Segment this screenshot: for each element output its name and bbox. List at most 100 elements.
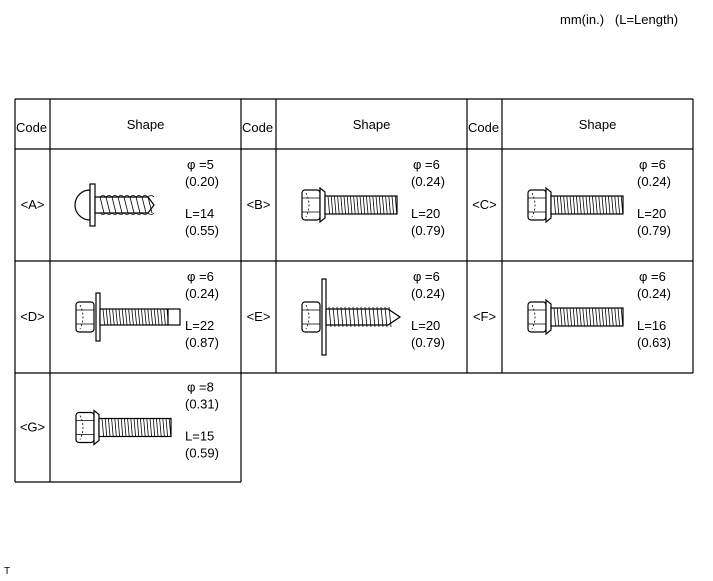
thread-line (560, 195, 563, 215)
thread-line (376, 306, 380, 328)
bolt-tip (167, 308, 181, 326)
thread-line (327, 195, 330, 215)
thread-line (553, 195, 556, 215)
diameter-inch: (0.24) (411, 174, 445, 189)
header-shape: Shape (579, 117, 617, 132)
thread-line (156, 418, 159, 437)
diameter-inch: (0.31) (185, 397, 219, 412)
thread-line (135, 195, 143, 215)
bolt-code: <F> (473, 309, 496, 324)
thread-line (385, 195, 388, 215)
length-label: L=15 (185, 429, 214, 444)
thread-line (152, 418, 156, 437)
thread-line (378, 195, 382, 215)
diameter-label: φ =6 (639, 157, 666, 172)
thread-line (111, 418, 114, 437)
thread-line (360, 306, 364, 328)
diameter-label: φ =8 (187, 380, 214, 395)
flange (545, 298, 552, 336)
hex-head (301, 301, 321, 333)
length-inch: (0.79) (411, 335, 445, 350)
thread-line (566, 307, 569, 327)
bolt-code: <B> (247, 197, 271, 212)
thread-line (572, 195, 576, 215)
diameter-label: φ =5 (187, 157, 214, 172)
header-group: Code Shape (242, 117, 390, 135)
bolt-cell: <F>φ =6(0.24)L=16(0.63) (473, 269, 671, 350)
bolt-shape (527, 298, 624, 336)
units-note: mm(in.) (L=Length) (560, 12, 679, 27)
thread-line (364, 306, 368, 328)
thread-line (588, 307, 592, 327)
diameter-label: φ =6 (413, 157, 440, 172)
bolt-shape (75, 409, 172, 446)
thread-line (128, 308, 131, 326)
thread-line (620, 195, 624, 215)
thread-line (328, 306, 332, 328)
thread-line (608, 307, 611, 327)
bolt-cell: <G>φ =8(0.31)L=15(0.59) (20, 380, 219, 461)
thread-line (391, 195, 394, 215)
thread-line (356, 306, 360, 328)
bolt-shape (301, 278, 402, 356)
diameter-inch: (0.24) (411, 286, 445, 301)
bolt-code: <A> (21, 197, 45, 212)
thread-line (129, 195, 137, 215)
thread-line (141, 195, 149, 215)
thread-line (337, 195, 340, 215)
thread-line (111, 195, 119, 215)
length-label: L=16 (637, 318, 666, 333)
thread-line (332, 306, 336, 328)
header-shape: Shape (353, 117, 391, 132)
thread-line (582, 307, 585, 327)
thread-line (592, 307, 595, 327)
diameter-label: φ =6 (187, 269, 214, 284)
hex-head (75, 411, 95, 444)
thread-line (366, 195, 369, 215)
thread-line (334, 195, 337, 215)
thread-line (582, 195, 585, 215)
thread-line (353, 195, 356, 215)
thread-line (168, 418, 172, 437)
thread-line (101, 418, 104, 437)
diameter-inch: (0.20) (185, 174, 219, 189)
header-group: Code Shape (468, 117, 616, 135)
thread-line (147, 195, 155, 215)
thread-line (368, 306, 372, 328)
header-code: Code (242, 120, 273, 135)
thread-line (109, 308, 112, 326)
thread-line (105, 195, 113, 215)
thread-line (143, 418, 146, 437)
thread-line (569, 195, 572, 215)
length-inch: (0.79) (411, 223, 445, 238)
thread-line (394, 195, 398, 215)
thread-line (556, 307, 560, 327)
thread-line (130, 418, 133, 437)
thread-line (598, 195, 601, 215)
length-inch: (0.59) (185, 446, 219, 461)
thread-line (617, 195, 620, 215)
header-code: Code (468, 120, 499, 135)
bolt-code: <D> (20, 309, 45, 324)
hex-head (527, 301, 547, 333)
thread-line (569, 307, 572, 327)
thread-line (563, 307, 566, 327)
washer (89, 183, 96, 227)
thread-line (146, 418, 149, 437)
thread-line (388, 195, 391, 215)
hex-head (301, 189, 321, 221)
thread-line (134, 308, 137, 326)
thread-line (611, 307, 614, 327)
thread-line (359, 195, 362, 215)
bolt-cell: <C>φ =6(0.24)L=20(0.79) (472, 157, 671, 238)
length-inch: (0.87) (185, 335, 219, 350)
thread-line (157, 308, 160, 326)
thread-line (121, 308, 125, 326)
thread-line (136, 418, 140, 437)
diameter-inch: (0.24) (185, 286, 219, 301)
flange (319, 186, 326, 224)
thread-line (369, 195, 372, 215)
thread-line (601, 195, 604, 215)
bolt-shape (301, 186, 398, 224)
